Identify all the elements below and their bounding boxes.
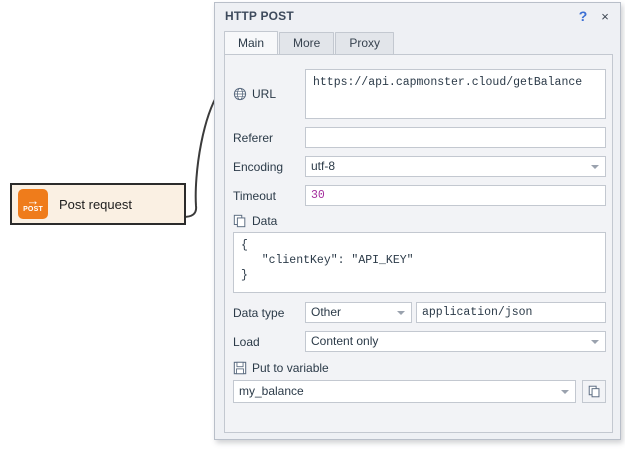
data-label-group: Data bbox=[233, 214, 277, 228]
data-label: Data bbox=[252, 214, 278, 228]
chevron-down-icon bbox=[397, 311, 405, 315]
referer-label: Referer bbox=[233, 130, 274, 145]
http-post-dialog: HTTP POST ? × Main More Proxy bbox=[214, 2, 621, 440]
load-row: Load Content only bbox=[233, 331, 606, 352]
help-button[interactable]: ? bbox=[578, 8, 588, 24]
chevron-down-icon bbox=[591, 340, 599, 344]
url-input[interactable]: https://api.capmonster.cloud/getBalance bbox=[305, 69, 606, 119]
tab-panel-main: URL https://api.capmonster.cloud/getBala… bbox=[224, 54, 613, 433]
variable-select[interactable]: my_balance bbox=[233, 380, 576, 403]
node-post-request[interactable]: → POST Post request bbox=[10, 183, 186, 225]
referer-row: Referer bbox=[233, 127, 606, 148]
put-to-variable-label: Put to variable bbox=[252, 361, 329, 375]
url-label-group: URL bbox=[233, 69, 305, 119]
post-icon-label: POST bbox=[23, 205, 43, 213]
timeout-label: Timeout bbox=[233, 188, 276, 203]
encoding-select[interactable]: utf-8 bbox=[305, 156, 606, 177]
data-type-value: Other bbox=[311, 305, 342, 319]
node-label: Post request bbox=[59, 196, 132, 212]
tab-main[interactable]: Main bbox=[224, 31, 279, 54]
put-to-variable-label-group: Put to variable bbox=[233, 361, 329, 375]
close-button[interactable]: × bbox=[601, 8, 609, 24]
load-value: Content only bbox=[311, 334, 379, 348]
copy-variable-button[interactable] bbox=[582, 380, 606, 403]
globe-www-icon bbox=[233, 87, 247, 101]
tab-proxy[interactable]: Proxy bbox=[335, 32, 395, 54]
save-icon bbox=[233, 361, 247, 375]
data-type-label: Data type bbox=[233, 305, 285, 320]
encoding-row: Encoding utf-8 bbox=[233, 156, 606, 177]
copy-icon bbox=[233, 214, 246, 228]
post-arrow-icon: → POST bbox=[18, 189, 48, 219]
chevron-down-icon bbox=[561, 390, 569, 394]
data-label-wrap: Data bbox=[233, 214, 277, 228]
copy-icon bbox=[588, 385, 599, 398]
content-type-input[interactable]: application/json bbox=[416, 302, 606, 323]
encoding-value: utf-8 bbox=[311, 159, 336, 173]
tab-more[interactable]: More bbox=[279, 32, 335, 54]
put-to-variable-row: my_balance bbox=[233, 380, 606, 403]
dialog-title-bar: HTTP POST ? × bbox=[215, 3, 620, 29]
encoding-label: Encoding bbox=[233, 159, 284, 174]
data-type-select[interactable]: Other bbox=[305, 302, 412, 323]
timeout-row: Timeout 30 bbox=[233, 185, 606, 206]
load-select[interactable]: Content only bbox=[305, 331, 606, 352]
chevron-down-icon bbox=[591, 165, 599, 169]
data-type-row: Data type Other application/json bbox=[233, 302, 606, 323]
url-row: URL https://api.capmonster.cloud/getBala… bbox=[233, 69, 606, 119]
tab-strip: Main More Proxy bbox=[215, 29, 620, 54]
variable-value: my_balance bbox=[239, 384, 304, 398]
url-label: URL bbox=[252, 87, 277, 101]
dialog-title: HTTP POST bbox=[225, 9, 294, 23]
load-label: Load bbox=[233, 334, 260, 349]
referer-input[interactable] bbox=[305, 127, 606, 148]
timeout-input[interactable]: 30 bbox=[305, 185, 606, 206]
data-input[interactable]: { "clientKey": "API_KEY" } bbox=[233, 232, 606, 293]
arrow-right-glyph: → bbox=[26, 192, 40, 208]
put-to-variable-label-wrap: Put to variable bbox=[233, 361, 329, 375]
